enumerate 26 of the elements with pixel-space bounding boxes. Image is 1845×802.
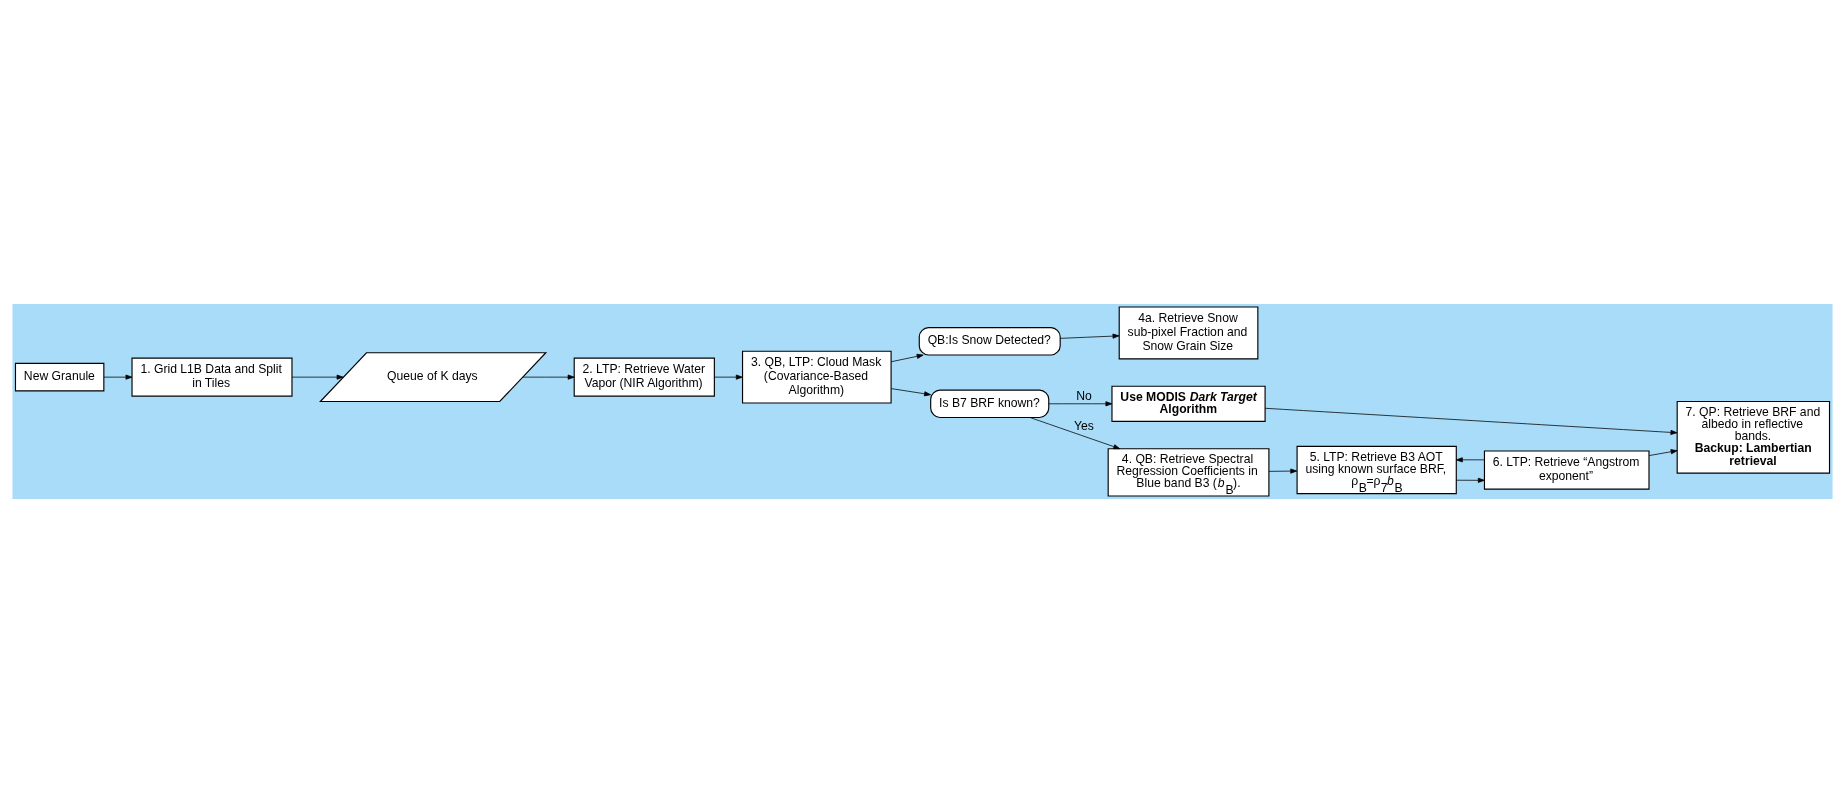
arrow xyxy=(1264,407,1678,435)
arrow xyxy=(1029,416,1121,449)
arrow xyxy=(714,374,743,380)
arrow xyxy=(890,353,924,362)
arrow xyxy=(1268,468,1298,474)
arrow xyxy=(103,374,133,380)
arrow xyxy=(890,387,931,396)
node-box: 6. LTP: Retrieve “Angstrom exponent” xyxy=(1483,449,1650,490)
node-box: 1. Grid L1B Data and Split in Tiles xyxy=(131,357,293,397)
edge-label: Yes xyxy=(1073,418,1094,433)
node-box: Use MODIS Dark Target Algorithm xyxy=(1111,385,1266,422)
arrow xyxy=(522,374,575,380)
arrow xyxy=(1648,448,1678,456)
node-box: QB:Is Snow Detected? xyxy=(918,326,1061,356)
node-box: 3. QB, LTP: Cloud Mask (Covariance-Based Algorithm) xyxy=(741,350,892,404)
arrow xyxy=(291,374,344,380)
edge-label: No xyxy=(1076,388,1092,403)
node-box: Is B7 BRF known? xyxy=(930,389,1050,418)
arrow xyxy=(1059,333,1120,339)
node-box: 4a. Retrieve Snow sub-pixel Fraction and Snow Grain Size xyxy=(1118,306,1259,359)
arrow xyxy=(1455,456,1485,462)
node-box: New Granule xyxy=(14,362,105,391)
node-box: 7. QP: Retrieve BRF and albedo in reflective bands. Backup: Lambertian retrieval xyxy=(1676,400,1831,474)
node-box: 2. LTP: Retrieve Water Vapor (NIR Algorithm) xyxy=(573,357,715,397)
arrow xyxy=(1048,400,1113,406)
arrow xyxy=(1455,477,1485,483)
